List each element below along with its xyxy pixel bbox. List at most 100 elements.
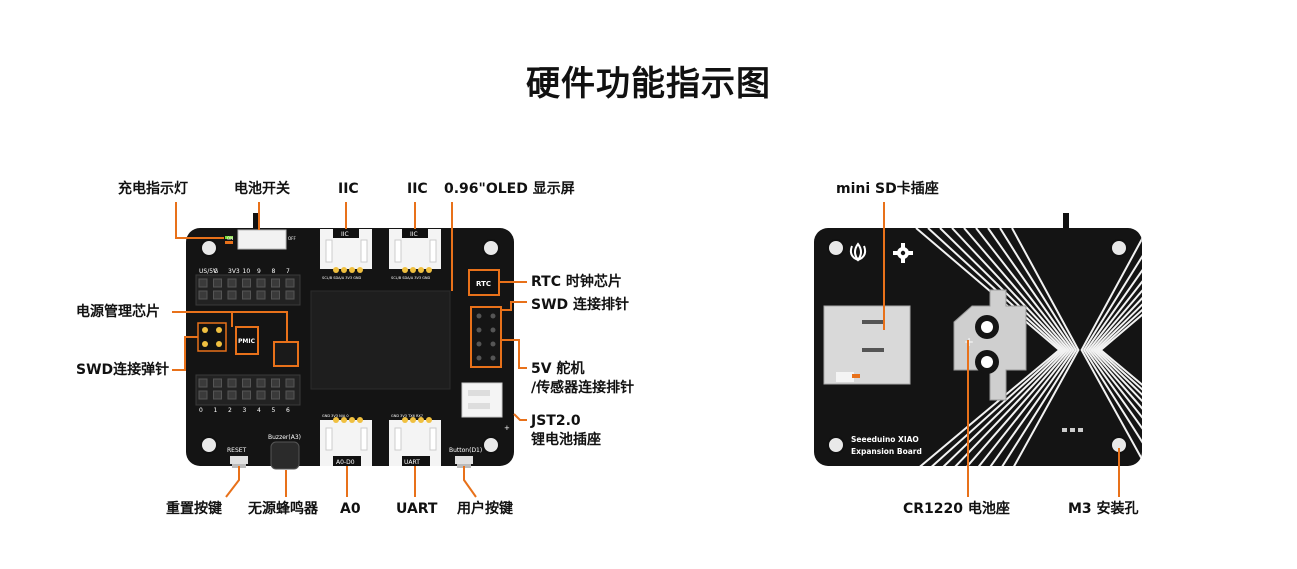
header-pin (242, 278, 251, 288)
header-pin (227, 278, 237, 288)
iic-connector-1: IIC SCL/B SDA/A 3V3 GND (320, 229, 372, 280)
right-switch-stub (1063, 213, 1069, 229)
cr1220-holder: + (953, 289, 1027, 401)
mount-holes-left (200, 239, 500, 454)
x-pattern-line (1089, 228, 1142, 466)
oled-display (310, 290, 451, 390)
x-pattern-line (1087, 228, 1142, 466)
callout-iic-1: IIC (338, 181, 359, 197)
switch-on-text: ON (227, 236, 233, 241)
header-label: 8 (272, 268, 276, 275)
header-pin (213, 290, 222, 300)
button-text: Button(D1) (449, 447, 482, 454)
rtc-chip (468, 269, 500, 296)
svg-text:+: + (964, 335, 974, 349)
header-pin (256, 278, 266, 288)
callout-rtc: RTC 时钟芯片 (531, 274, 622, 290)
board-name-line2: Expansion Board (851, 447, 922, 456)
callout-servo-line2: /传感器连接排针 (531, 380, 635, 396)
header-pin (213, 390, 222, 400)
x-pattern-line (1085, 228, 1142, 466)
left-board: ON OFF IIC SCL/B SDA/A 3V3 GND IIC SCL/B… (186, 213, 514, 470)
callout-buzzer: 无源蜂鸣器 (248, 501, 318, 517)
svg-text:UART: UART (404, 459, 420, 466)
x-pattern-line (1096, 228, 1142, 466)
svg-text:IIC: IIC (410, 231, 418, 238)
callout-cr1220: CR1220 电池座 (903, 501, 1010, 517)
header-label: 6 (286, 407, 290, 414)
x-pattern-line (927, 228, 1064, 466)
header-label: 3 (243, 407, 247, 414)
svg-text:SCL/B SDA/A 3V3 GND: SCL/B SDA/A 3V3 GND (391, 276, 431, 280)
header-pin (213, 278, 222, 288)
header-pin (256, 378, 266, 388)
switch-stub (253, 213, 259, 229)
header-pin (227, 378, 237, 388)
header-pin (285, 290, 295, 300)
x-pattern-line (939, 228, 1066, 466)
x-pattern-line (1011, 228, 1080, 466)
sd-slot (823, 305, 911, 385)
reset-button-body (230, 456, 248, 464)
board-name-line1: Seeeduino XIAO (851, 435, 919, 444)
callout-user-button: 用户按键 (457, 501, 513, 517)
header-pin (256, 290, 266, 300)
header-label: 1 (214, 407, 218, 414)
header-label: 0 (199, 407, 203, 414)
callout-charge-led: 充电指示灯 (118, 181, 188, 197)
callout-iic-2: IIC (407, 181, 428, 197)
x-pattern-line (999, 228, 1078, 466)
x-pattern-line (951, 228, 1068, 466)
header-pin (242, 290, 251, 300)
callout-m3-hole: M3 安装孔 (1068, 501, 1139, 517)
svg-text:IIC: IIC (341, 231, 349, 238)
header-pin (242, 390, 251, 400)
header-pin (198, 278, 208, 288)
callout-swd-header: SWD 连接排针 (531, 297, 630, 313)
right-board: + Seeeduino XIAO Expansion Board (814, 213, 1142, 466)
x-pattern-line (1094, 228, 1142, 466)
seeed-logo-icon (849, 242, 867, 262)
buzzer-body (270, 441, 300, 470)
header-pin (271, 390, 280, 400)
mount-holes-right (827, 239, 1128, 454)
left-leader-lines (172, 202, 527, 498)
callout-a0: A0 (340, 501, 361, 517)
right-leader-lines (883, 202, 1120, 497)
header-pin (227, 290, 237, 300)
iic-connector-2: IIC SCL/B SDA/A 3V3 GND (389, 229, 441, 280)
rtc-text: RTC (476, 280, 491, 288)
bottom-header-pins (198, 378, 295, 400)
x-pattern-line (1080, 228, 1142, 466)
pmic-chip (235, 326, 259, 355)
header-pin (285, 378, 295, 388)
svg-text:GND 3V3 N/A 0: GND 3V3 N/A 0 (322, 414, 349, 418)
buzzer-text: Buzzer(A3) (268, 434, 301, 441)
x-pattern-line (1092, 228, 1142, 466)
callout-servo-line1: 5V 舵机 (531, 361, 585, 377)
header-label: 10 (243, 268, 251, 275)
a0-connector: GND 3V3 N/A 0 A0-D0 (320, 414, 372, 466)
svg-text:GND 3V3 TX6 RX7: GND 3V3 TX6 RX7 (391, 414, 423, 418)
uart-connector: GND 3V3 TX6 RX7 UART (389, 414, 441, 466)
svg-text:SCL/B SDA/A 3V3 GND: SCL/B SDA/A 3V3 GND (322, 276, 362, 280)
header-pin (198, 390, 208, 400)
x-pattern-line (1099, 228, 1142, 466)
x-pattern-line (963, 228, 1071, 466)
swd-pogo-pads (197, 322, 227, 352)
header-label: 9 (257, 268, 261, 275)
x-pattern-line (1082, 228, 1142, 466)
header-label: 7 (286, 268, 290, 275)
callout-oled: 0.96"OLED 显示屏 (444, 181, 575, 197)
header-label: 2 (228, 407, 232, 414)
header-pin (285, 278, 295, 288)
charge-led-orange (225, 241, 233, 244)
switch-off-text: OFF (288, 236, 296, 241)
header-pin (271, 278, 280, 288)
header-pin (213, 378, 222, 388)
x-pattern (915, 228, 1142, 466)
header-pin (242, 378, 251, 388)
header-pin (271, 290, 280, 300)
